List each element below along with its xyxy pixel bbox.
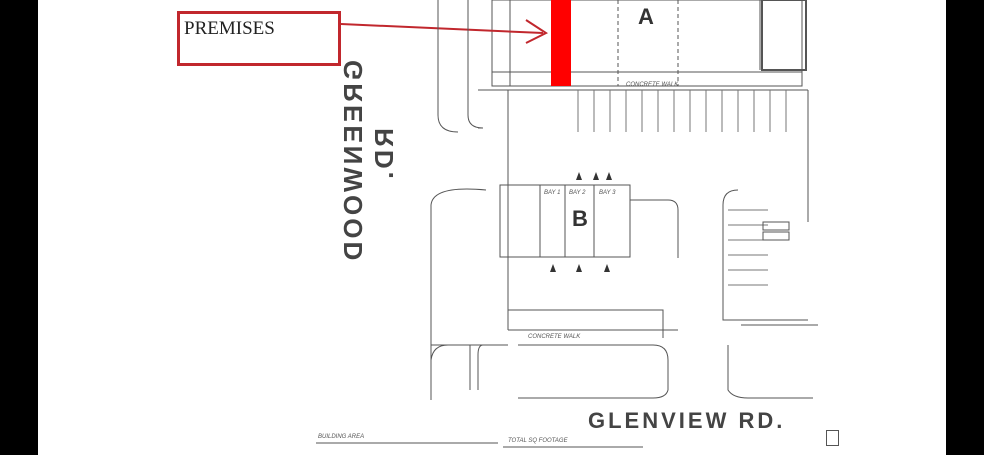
building-b-label: B <box>572 206 588 231</box>
footer-left-label: BUILDING AREA <box>318 434 365 440</box>
bay-3-label: BAY 3 <box>599 190 616 196</box>
greenwood-road-label: GREENWOOD RD. <box>338 60 399 264</box>
premises-label: PREMISES <box>184 18 275 39</box>
site-plan-page: PREMISES GREENWOOD RD. GLENVIEW RD. A B … <box>38 0 946 455</box>
bay-1-label: BAY 1 <box>544 190 561 196</box>
site-plan-drawing <box>316 0 818 448</box>
premises-highlight <box>551 0 571 86</box>
concrete-walk-top-label: CONCRETE WALK <box>626 82 679 88</box>
footer-right-label: TOTAL SQ FOOTAGE <box>508 438 568 444</box>
building-a-outline <box>491 0 803 87</box>
checkbox[interactable] <box>826 430 839 446</box>
premises-callout: PREMISES <box>177 11 341 66</box>
building-a-label: A <box>638 4 654 29</box>
concrete-walk-bottom-label: CONCRETE WALK <box>528 334 581 340</box>
bay-2-label: BAY 2 <box>569 190 586 196</box>
glenview-road-label: GLENVIEW RD. <box>588 408 786 433</box>
